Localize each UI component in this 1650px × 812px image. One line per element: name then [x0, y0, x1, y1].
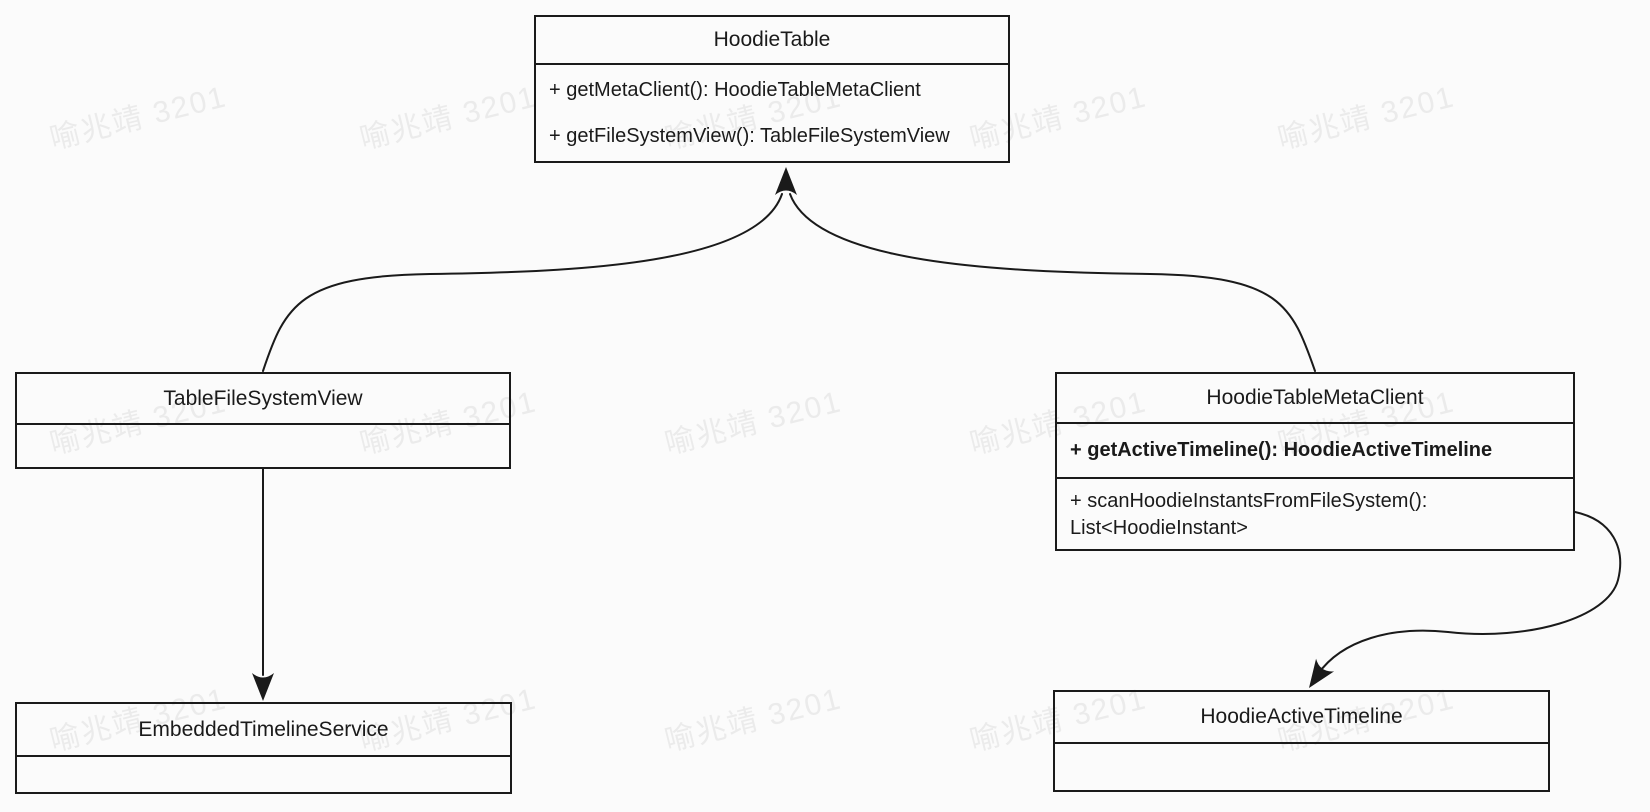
- arrowhead-down-left-icon: [1309, 658, 1335, 688]
- class-box-table-file-system-view: TableFileSystemView: [15, 372, 511, 469]
- class-title: EmbeddedTimelineService: [138, 717, 389, 741]
- class-box-hoodie-active-timeline: HoodieActiveTimeline: [1053, 690, 1550, 792]
- class-member: + getFileSystemView(): TableFileSystemVi…: [549, 124, 950, 147]
- class-title: HoodieActiveTimeline: [1200, 705, 1403, 728]
- arrow-line-hoodietablemetaclient-to-hoodieactivetimeline: [1317, 511, 1622, 675]
- arrowhead-down-icon: [252, 673, 274, 701]
- class-box-hoodie-table-meta-client: HoodieTableMetaClient + getActiveTimelin…: [1055, 372, 1575, 551]
- class-title: HoodieTableMetaClient: [1206, 386, 1424, 409]
- class-empty-compartment: [17, 423, 509, 467]
- class-empty-compartment: [17, 755, 510, 792]
- class-empty-compartment: [1055, 742, 1548, 790]
- class-box-hoodie-table: HoodieTable + getMetaClient(): HoodieTab…: [534, 15, 1010, 163]
- arrowhead-up-icon: [775, 167, 797, 195]
- class-member: + getMetaClient(): HoodieTableMetaClient: [549, 78, 921, 101]
- class-member: + scanHoodieInstantsFromFileSystem(): Li…: [1057, 477, 1573, 549]
- arrow-line-hoodietablemetaclient-to-hoodietable: [789, 193, 1316, 372]
- arrow-line-tablefilesystemview-to-hoodietable: [262, 193, 783, 372]
- class-title: HoodieTable: [713, 28, 831, 51]
- class-box-embedded-timeline-service: EmbeddedTimelineService: [15, 702, 512, 794]
- class-member: + getActiveTimeline(): HoodieActiveTimel…: [1057, 422, 1573, 477]
- class-members-compartment: + getMetaClient(): HoodieTableMetaClient…: [536, 63, 1008, 161]
- class-title: TableFileSystemView: [163, 386, 363, 410]
